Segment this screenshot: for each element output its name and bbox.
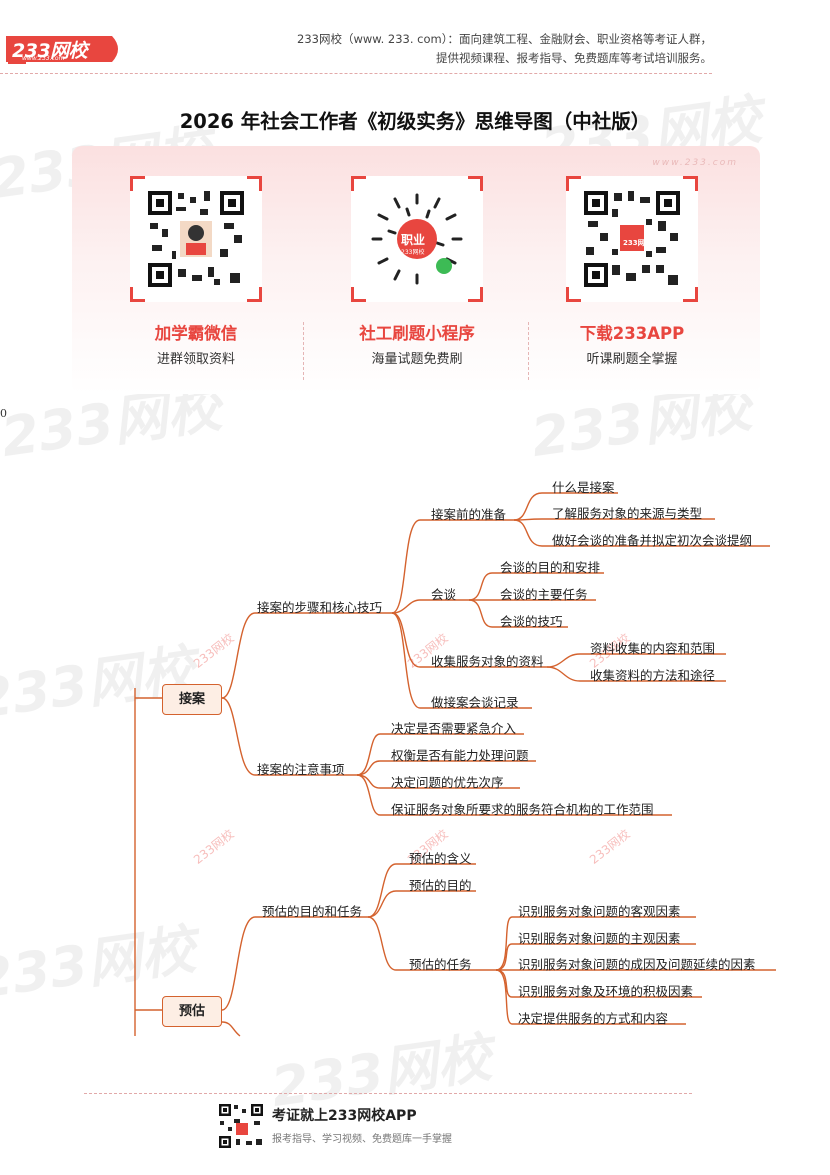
banner-divider (528, 322, 529, 380)
header-description: 233网校（www. 233. com）：面向建筑工程、金融财会、职业资格等考证… (297, 30, 712, 68)
mindmap-leaf: 会谈的主要任务 (500, 587, 588, 602)
mindmap-leaf: 会谈的技巧 (500, 614, 563, 629)
mindmap-subnode: 接案前的准备 (431, 507, 507, 522)
header-desc-line1: 233网校（www. 233. com）：面向建筑工程、金融财会、职业资格等考证… (297, 32, 712, 46)
promo-subtitle-app: 听课刷题全掌握 (586, 352, 678, 367)
mindmap-leaf: 决定是否需要紧急介入 (391, 721, 517, 736)
footer-qr-code-icon[interactable] (218, 1103, 264, 1149)
mindmap-leaf: 什么是接案 (552, 480, 615, 495)
promo-subtitle-miniprogram: 海量试题免费刷 (371, 352, 463, 367)
mindmap-leaf: 资料收集的内容和范围 (590, 641, 716, 656)
mindmap-leaf: 识别服务对象问题的客观因素 (518, 904, 681, 919)
mindmap-leaf: 权衡是否有能力处理问题 (391, 748, 529, 763)
qr-code-icon (146, 189, 246, 289)
stray-page-number: 0 (0, 407, 7, 420)
page-title: 2026 年社会工作者《初级实务》思维导图（中社版） (179, 110, 651, 133)
mindmap-subnode: 预估的目的 (409, 878, 472, 893)
mindmap-leaf: 识别服务对象及环境的积极因素 (518, 984, 694, 999)
logo-text: 233网校 (12, 40, 88, 62)
header-desc-line2: 提供视频课程、报考指导、免费题库等考试培训服务。 (436, 51, 712, 65)
logo-sub: www.233.com (22, 55, 65, 62)
banner-watermark: www.233.com (652, 158, 738, 168)
mindmap-subnode: 做接案会谈记录 (431, 695, 519, 710)
mindmap-leaf: 识别服务对象问题的成因及问题延续的因素 (518, 957, 756, 972)
mindmap-subnode: 会谈 (431, 587, 457, 602)
mindmap-leaf: 收集资料的方法和途径 (590, 668, 716, 683)
mindmap-root-yugu: 预估 (162, 996, 222, 1027)
mindmap-leaf: 做好会谈的准备并拟定初次会谈提纲 (552, 533, 753, 548)
promo-title-app: 下载233APP (579, 324, 685, 343)
mindmap-leaf: 保证服务对象所要求的服务符合机构的工作范围 (391, 802, 654, 817)
miniprogram-qr-card[interactable]: 职业 233网校 (351, 176, 483, 302)
footer-title: 考证就上233网校APP (272, 1108, 417, 1124)
wechat-qr-card[interactable] (130, 176, 262, 302)
banner-divider (303, 322, 304, 380)
mindmap-branch: 接案的步骤和核心技巧 (257, 600, 383, 615)
miniprogram-badge-sub: 233网校 (401, 249, 425, 256)
footer-divider (84, 1093, 692, 1094)
mindmap-leaf: 了解服务对象的来源与类型 (552, 506, 703, 521)
app-badge: 233网校 (623, 239, 652, 247)
mindmap-subnode: 收集服务对象的资料 (431, 654, 544, 669)
mindmap-subnode: 预估的含义 (409, 851, 472, 866)
footer-subtitle: 报考指导、学习视频、免费题库一手掌握 (272, 1134, 452, 1145)
promo-title-miniprogram: 社工刷题小程序 (359, 324, 475, 343)
promo-title-wechat: 加学霸微信 (154, 324, 238, 343)
miniprogram-badge: 职业 (401, 233, 426, 247)
mini-program-code-icon (369, 191, 465, 287)
mindmap-leaf: 会谈的目的和安排 (500, 560, 601, 575)
mindmap-root-jiean: 接案 (162, 684, 222, 715)
mindmap-leaf: 决定问题的优先次序 (391, 775, 504, 790)
brand-logo: 233网校 www.233.com (6, 34, 124, 64)
promo-banner: www.233.com 加学霸微信 进群领取资料 (72, 146, 760, 394)
qr-code-icon (582, 189, 682, 289)
header-divider (0, 73, 712, 74)
mindmap-leaf: 识别服务对象问题的主观因素 (518, 931, 681, 946)
mindmap-leaf: 决定提供服务的方式和内容 (518, 1011, 669, 1026)
app-qr-card[interactable]: 233网校 (566, 176, 698, 302)
mindmap-subnode: 预估的任务 (409, 957, 472, 972)
mindmap-branch: 预估的目的和任务 (262, 904, 363, 919)
mindmap-branch: 接案的注意事项 (257, 762, 345, 777)
promo-subtitle-wechat: 进群领取资料 (156, 352, 235, 367)
